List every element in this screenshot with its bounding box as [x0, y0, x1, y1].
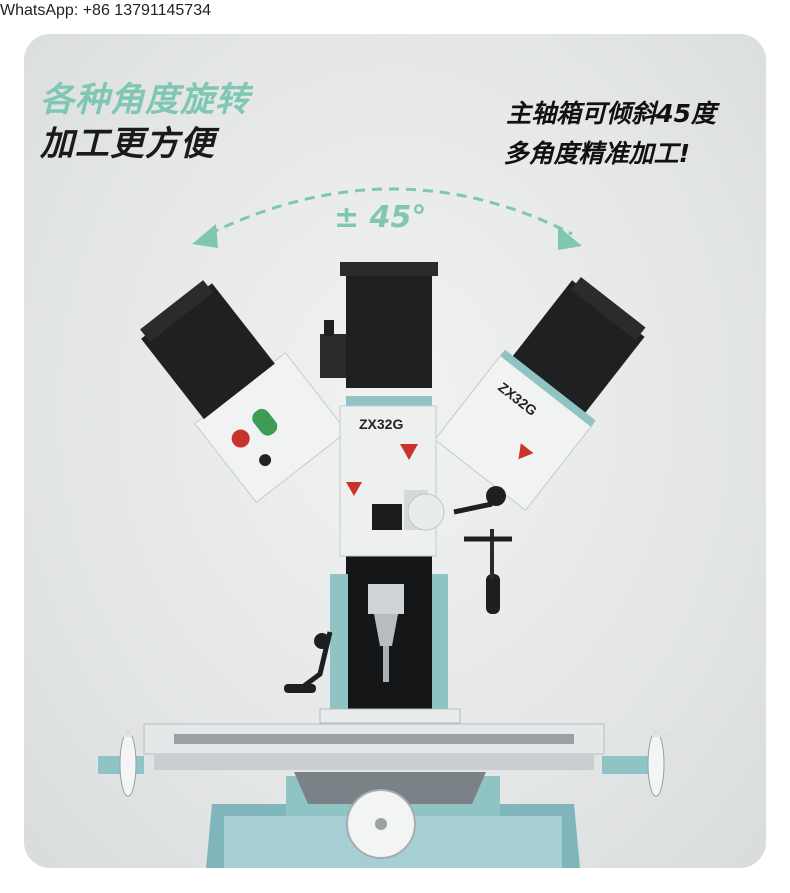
machine-table [88, 708, 696, 859]
headline-line-2: 加工更方便 [40, 124, 215, 164]
subhead-line-2: 多角度精准加工! [503, 139, 690, 168]
machine-column [284, 554, 448, 714]
headstock-right-tilted: ZX32G [434, 276, 646, 512]
rotation-arc [192, 187, 582, 250]
watermark-text: WhatsApp: +86 13791145734 [0, 2, 211, 19]
product-card: 各种角度旋转 加工更方便 主轴箱可倾斜45度 多角度精准加工! ± 45° [24, 34, 766, 868]
model-label-center: ZX32G [359, 416, 403, 432]
arrow-right-icon [558, 226, 582, 250]
arrow-left-icon [192, 224, 218, 248]
headstock-center: ZX32G [320, 262, 512, 614]
headline-line-1: 各种角度旋转 [40, 80, 250, 120]
milling-machine-illustration: ZX32G ZX32G [88, 187, 696, 868]
subhead-line-1: 主轴箱可倾斜45度 [506, 99, 716, 128]
angle-label: ± 45° [334, 200, 427, 235]
headstock-left-tilted [140, 280, 348, 504]
